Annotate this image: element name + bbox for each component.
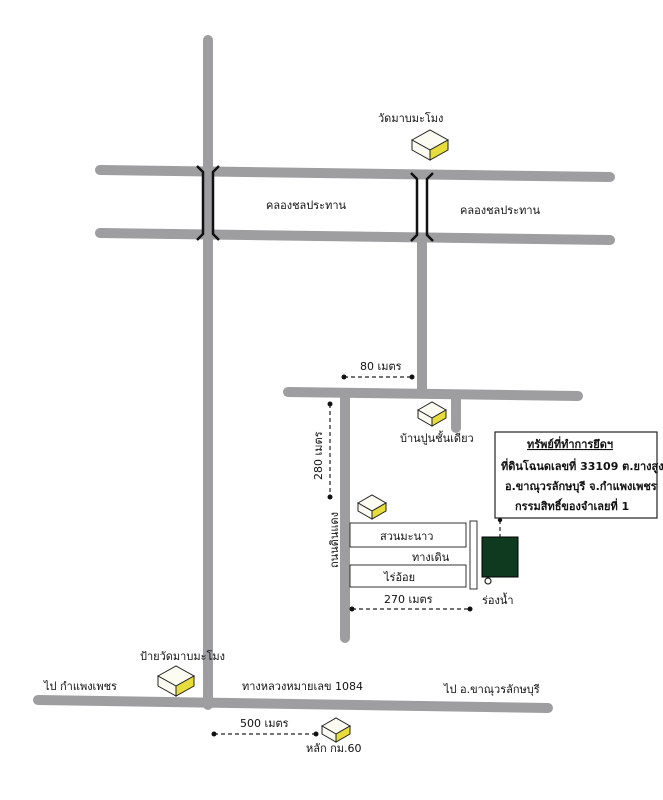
road-highway [33,695,553,713]
direction-right-label: ไป อ.ขาณุวรลักษบุรี [443,683,540,696]
distance-500-label: 500 เมตร [240,717,289,730]
dirt-road-label: ถนนดินแดง [328,512,341,568]
temple-building-icon [410,129,450,161]
distance-280-marker [327,401,333,500]
walkway-label: ทางเดิน [412,551,450,564]
highway-label: ทางหลวงหมายเลข 1084 [242,680,363,693]
canal-label-left: คลองชลประทาน [266,199,347,212]
distance-80-marker [341,374,415,380]
property-box-line3: กรรมสิทธิ์ของจำเลยที่ 1 [515,498,629,513]
bridge-left [196,165,220,241]
house-single-icon [416,401,448,427]
temple-label: วัดมาบมะโมง [378,111,443,125]
property-box-line2: อ.ขาณุวรลักษบุรี จ.กำแพงเพชร [505,480,657,494]
ditch-marker [484,577,492,585]
canal-road-lower [95,228,615,245]
km-post-label: หลัก กม.60 [306,742,362,755]
distance-280-label: 280 เมตร [312,431,325,480]
farm-plot [349,564,467,588]
distance-270-marker [349,606,473,612]
property-box-title: ทรัพย์ที่ทำการยึดฯ [527,436,613,451]
property-plot [481,536,519,578]
property-pointer-dot [497,517,503,523]
canal-road-upper [95,165,615,182]
road-cross [283,387,583,401]
farm-label: ไร่อ้อย [383,571,415,584]
house-green-icon [356,494,388,520]
bridge-right [410,172,434,242]
km-post-icon [320,717,352,743]
ditch-label: ร่องน้ำ [482,592,514,607]
direction-left-label: ไป กำแพงเพชร [43,680,117,693]
distance-500-marker [211,731,319,737]
temple-sign-icon [156,665,196,697]
lime-garden-plot [349,522,467,548]
ditch-strip [469,520,478,590]
distance-270-label: 270 เมตร [384,593,433,606]
distance-80-label: 80 เมตร [360,360,402,373]
property-box-line1: ที่ดินโฉนดเลขที่ 33109 ต.ยางสูง [501,458,663,474]
canal-label-right: คลองชลประทาน [460,204,541,217]
temple-sign-label: ป้ายวัดมาบมะโมง [140,649,225,663]
lime-garden-label: สวนมะนาว [380,530,433,543]
property-info-box [494,431,658,519]
house-single-label: บ้านปูนชั้นเดียว [400,430,474,445]
